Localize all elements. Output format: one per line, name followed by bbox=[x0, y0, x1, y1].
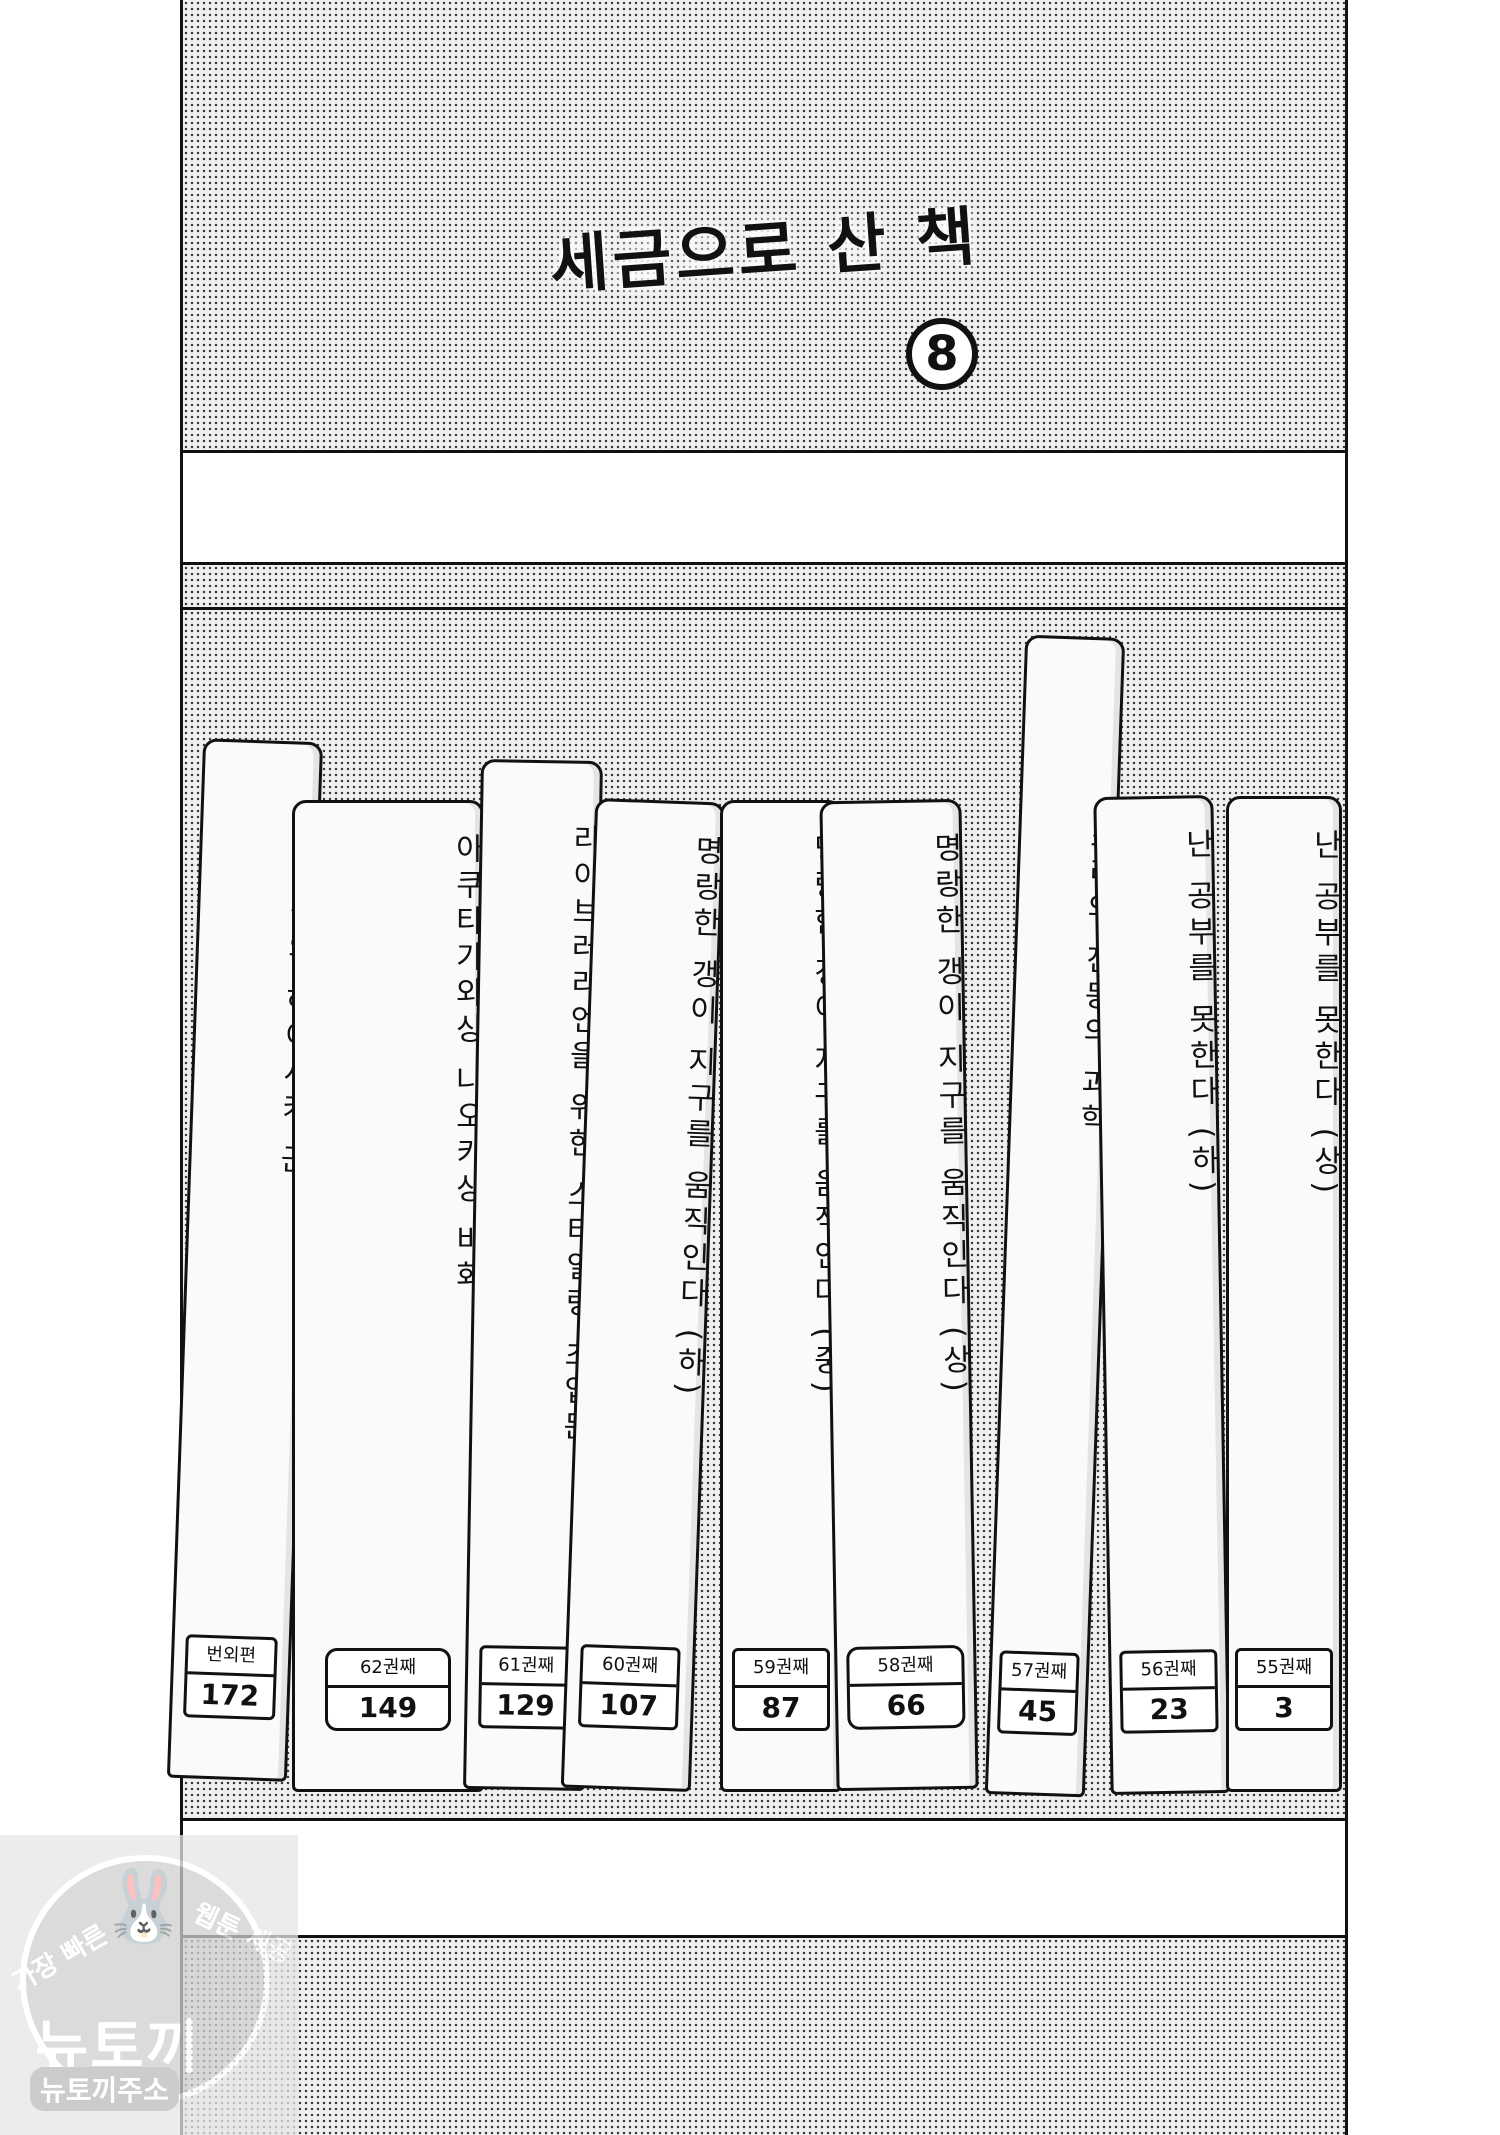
book-title: 난 공부를 못한다 (상) bbox=[1307, 829, 1342, 1200]
book-volume: 55권째 bbox=[1238, 1651, 1330, 1688]
book-volume: 56권째 bbox=[1122, 1652, 1215, 1691]
book-number: 107 bbox=[598, 1687, 659, 1723]
book-label: 61권째 129 bbox=[478, 1645, 574, 1730]
book-volume: 60권째 bbox=[582, 1647, 678, 1688]
book-number: 45 bbox=[1017, 1694, 1058, 1729]
bottom-shelf-board bbox=[183, 1818, 1345, 1938]
book-volume: 62권째 bbox=[328, 1651, 448, 1688]
watermark-sub-text: 뉴토끼주소 bbox=[30, 2067, 179, 2111]
book-number: 129 bbox=[495, 1688, 555, 1723]
book-volume: 59권째 bbox=[735, 1651, 827, 1688]
book-23: 난 공부를 못한다 (하) 56권째 23 bbox=[1093, 795, 1231, 1795]
shelf-gap bbox=[183, 565, 1345, 610]
book-volume: 61권째 bbox=[481, 1648, 571, 1687]
book-title: 명랑한 갱이 지구를 움직인다 (상) bbox=[926, 831, 972, 1398]
book-label: 58권째 66 bbox=[846, 1644, 966, 1730]
site-watermark: 🐰 가장 빠른 웹툰 제공 뉴토끼 뉴토끼주소 bbox=[0, 1835, 298, 2135]
book-label: 62권째 149 bbox=[325, 1648, 451, 1731]
book-label: 56권째 23 bbox=[1119, 1649, 1219, 1734]
chapter-number: 8 bbox=[906, 318, 978, 390]
book-volume: 57권째 bbox=[1001, 1653, 1077, 1694]
book-149: 아쿠타가와상 나오키상 비화 62권째 149 bbox=[292, 800, 484, 1792]
book-label: 55권째 3 bbox=[1235, 1648, 1333, 1731]
book-3: 난 공부를 못한다 (상) 55권째 3 bbox=[1226, 796, 1342, 1792]
rabbit-mascot-icon: 🐰 bbox=[100, 1865, 188, 1947]
book-title: 난 공부를 못한다 (하) bbox=[1178, 828, 1221, 1199]
book-number: 87 bbox=[761, 1691, 801, 1724]
book-label: 번외편 172 bbox=[183, 1634, 278, 1721]
lower-shelf-area bbox=[183, 1938, 1345, 2135]
chapter-title: 세금으로 산 책 bbox=[547, 200, 982, 304]
book-number: 66 bbox=[886, 1688, 926, 1723]
book-label: 57권째 45 bbox=[996, 1650, 1080, 1737]
book-number: 149 bbox=[358, 1691, 418, 1724]
book-label: 59권째 87 bbox=[732, 1648, 830, 1731]
book-number: 3 bbox=[1274, 1691, 1294, 1724]
book-label: 60권째 107 bbox=[577, 1644, 681, 1731]
book-title: 명랑한 갱이 지구를 움직인다 (하) bbox=[669, 834, 725, 1401]
book-number: 172 bbox=[200, 1677, 260, 1713]
title-area: 세금으로 산 책 8 bbox=[183, 0, 1345, 453]
book-66: 명랑한 갱이 지구를 움직인다 (상) 58권째 66 bbox=[819, 798, 979, 1792]
book-title: 아쿠타가와상 나오키상 비화 bbox=[449, 833, 484, 1297]
book-volume: 58권째 bbox=[849, 1647, 962, 1687]
top-shelf-board bbox=[183, 450, 1345, 565]
comic-panel bbox=[180, 0, 1348, 2135]
book-volume: 번외편 bbox=[187, 1637, 275, 1678]
book-number: 23 bbox=[1149, 1692, 1190, 1727]
watermark-badge bbox=[20, 1855, 270, 2105]
